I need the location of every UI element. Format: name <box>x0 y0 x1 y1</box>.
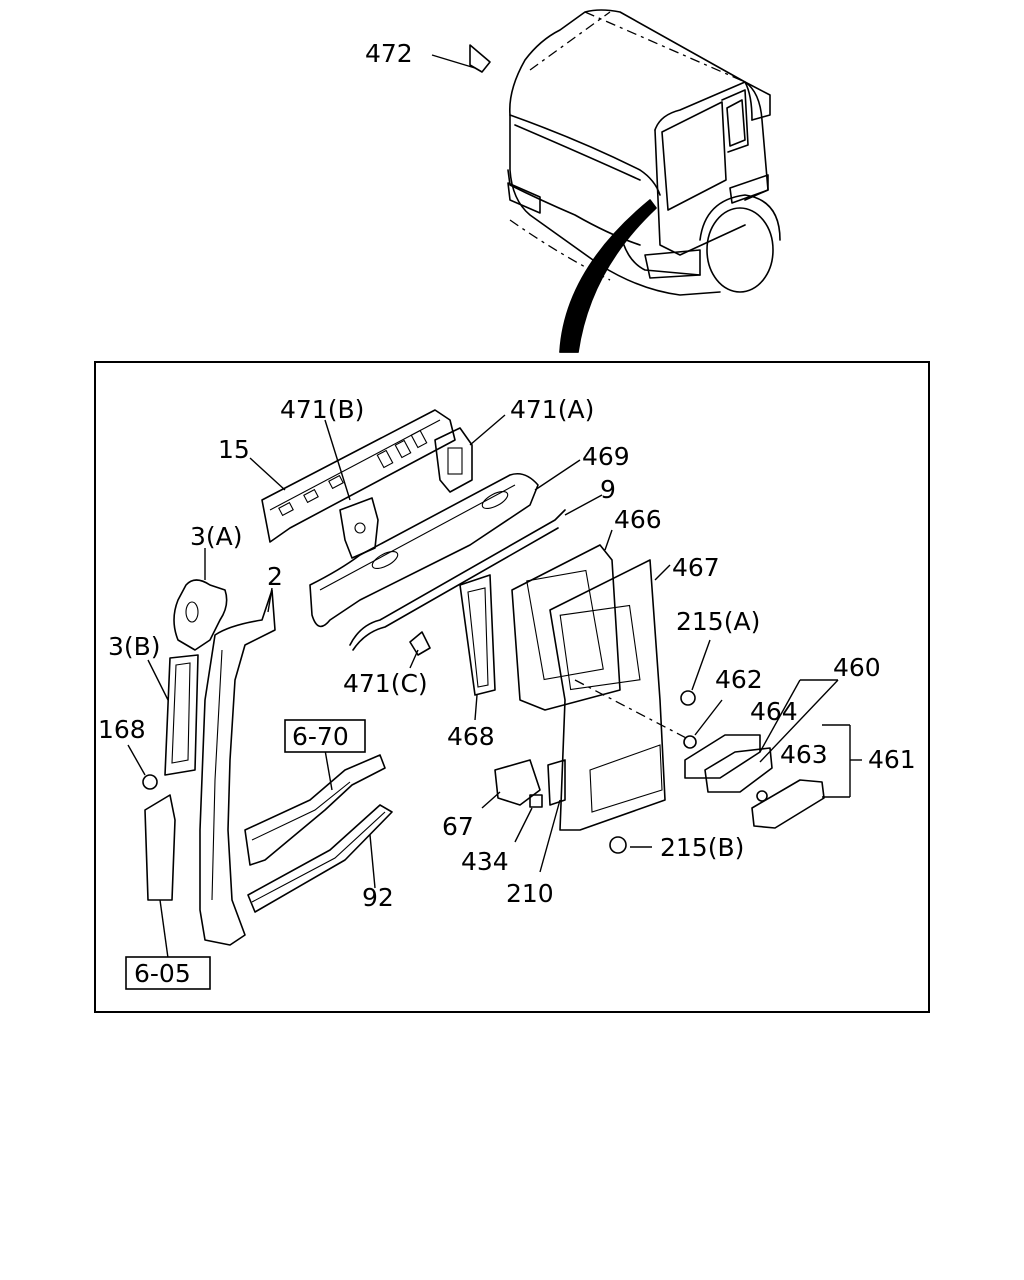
truck-cab-illustration <box>507 9 781 353</box>
label-215a: 215(A) <box>676 607 760 636</box>
bolt-168 <box>127 744 158 790</box>
label-471c: 471(C) <box>343 669 428 698</box>
part-labels: 472 471(B) 471(A) 15 469 9 466 3(A) 2 46… <box>98 39 916 912</box>
assembly-line <box>574 679 691 741</box>
label-2: 2 <box>267 562 283 591</box>
sill-6-70 <box>244 749 386 866</box>
bracket-471b <box>324 419 379 559</box>
label-460: 460 <box>833 653 881 682</box>
clip-434 <box>514 794 543 843</box>
ref-box-6-70[interactable]: 6-70 <box>284 719 366 753</box>
sill-lower-92 <box>247 804 393 913</box>
label-3b: 3(B) <box>108 632 161 661</box>
lamp-assembly-460 <box>684 679 839 793</box>
b-pillar-468 <box>459 574 496 721</box>
bracket-67 <box>481 759 541 809</box>
header-panel-469 <box>309 459 581 628</box>
nut-462 <box>683 699 723 749</box>
label-434: 434 <box>461 847 509 876</box>
label-469: 469 <box>582 442 630 471</box>
lower-bracket-6-05 <box>144 794 176 959</box>
label-462: 462 <box>715 665 763 694</box>
ref-box-6-05[interactable]: 6-05 <box>125 956 211 990</box>
label-92: 92 <box>362 883 394 912</box>
label-471b: 471(B) <box>280 395 364 424</box>
bracket-471a <box>434 414 506 493</box>
label-463: 463 <box>780 740 828 769</box>
label-464: 464 <box>750 697 798 726</box>
rear-panel-467 <box>549 559 671 831</box>
clip-472 <box>431 44 491 73</box>
label-468: 468 <box>447 722 495 751</box>
a-pillar-2 <box>199 587 276 946</box>
label-471a: 471(A) <box>510 395 594 424</box>
label-472: 472 <box>365 39 413 68</box>
label-15: 15 <box>218 435 250 464</box>
weatherstrip-9 <box>349 494 603 651</box>
detail-frame <box>94 361 930 1013</box>
clip-471c <box>409 631 431 669</box>
label-9: 9 <box>600 475 616 504</box>
label-168: 168 <box>98 715 146 744</box>
label-210: 210 <box>506 879 554 908</box>
label-466: 466 <box>614 505 662 534</box>
pillar-inner-3b <box>147 654 199 776</box>
pillar-upper-3a <box>173 548 228 651</box>
lamp-461 <box>751 724 862 829</box>
striker-210 <box>539 759 566 873</box>
ref-label-6-70: 6-70 <box>292 722 349 751</box>
nut-215a <box>680 639 711 706</box>
roof-rail-15 <box>249 409 456 543</box>
ref-label-6-05: 6-05 <box>134 959 191 988</box>
nut-215b <box>609 836 652 854</box>
label-67: 67 <box>442 812 474 841</box>
label-3a: 3(A) <box>190 522 243 551</box>
label-215b: 215(B) <box>660 833 744 862</box>
label-461: 461 <box>868 745 916 774</box>
label-467: 467 <box>672 553 720 582</box>
screw-463 <box>756 790 768 802</box>
door-frame-466 <box>511 529 621 711</box>
